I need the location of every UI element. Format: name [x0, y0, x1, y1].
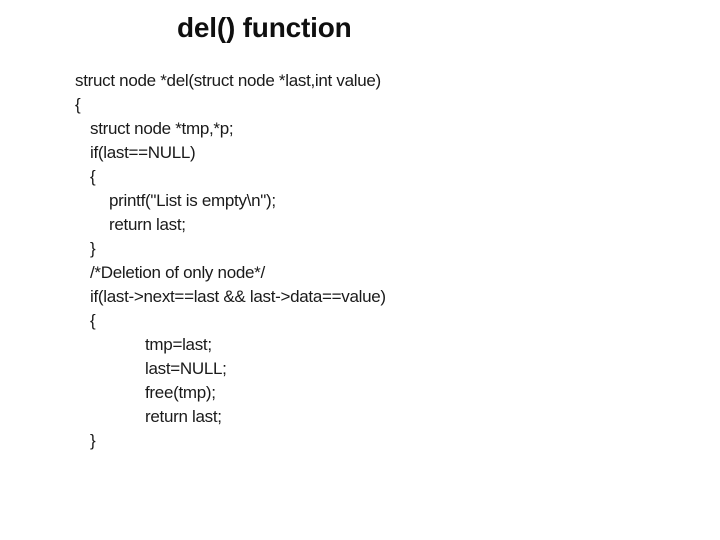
code-line: { — [75, 95, 81, 114]
code-line: free(tmp); — [145, 383, 216, 402]
code-line: { — [90, 311, 96, 330]
code-line: struct node *tmp,*p; — [90, 119, 234, 138]
code-line: last=NULL; — [145, 359, 227, 378]
code-line: /*Deletion of only node*/ — [90, 263, 265, 282]
code-line: tmp=last; — [145, 335, 212, 354]
code-line: printf("List is empty\n"); — [109, 191, 276, 210]
code-line: return last; — [145, 407, 222, 426]
code-line: } — [90, 239, 96, 258]
slide-title: del() function — [177, 12, 352, 43]
code-line: { — [90, 167, 96, 186]
code-line: if(last==NULL) — [90, 143, 196, 162]
code-line: struct node *del(struct node *last,int v… — [75, 71, 381, 90]
code-line: if(last->next==last && last->data==value… — [90, 287, 386, 306]
code-block: struct node *del(struct node *last,int v… — [75, 69, 386, 453]
code-line: } — [90, 431, 96, 450]
code-line: return last; — [109, 215, 186, 234]
